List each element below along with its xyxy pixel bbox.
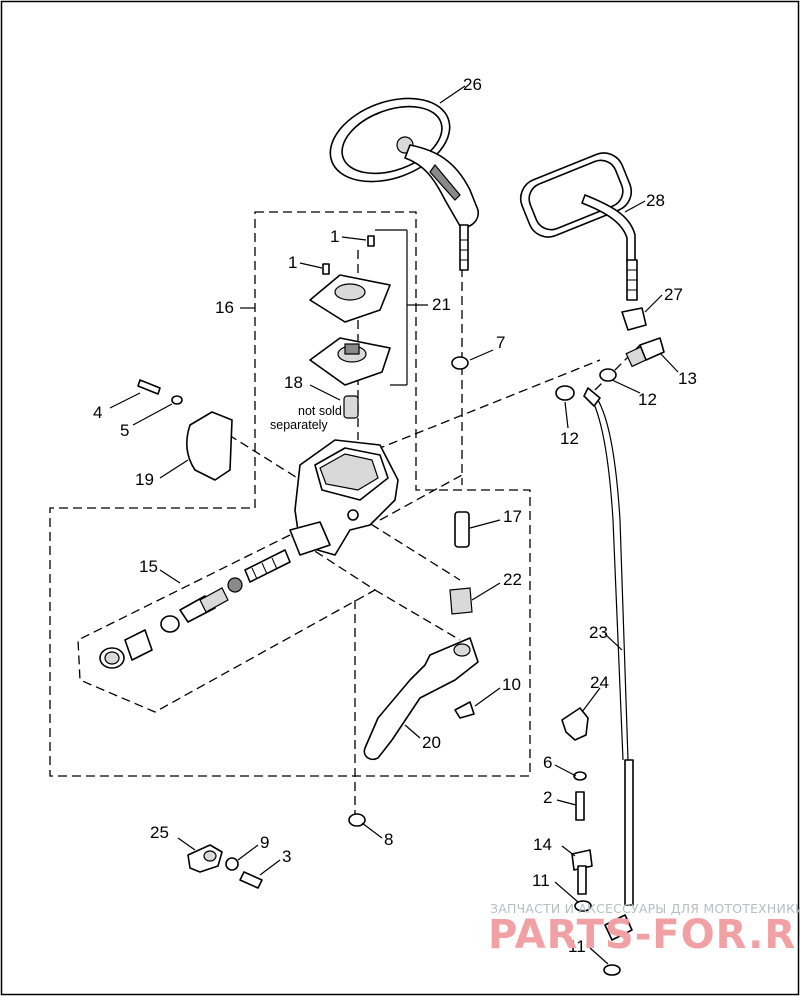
callout-23: 23 [589, 623, 608, 642]
callout-24: 24 [590, 673, 609, 692]
callout-6: 6 [543, 753, 552, 772]
callout-8: 8 [384, 830, 393, 849]
washer-8 [348, 813, 366, 827]
callout-5: 5 [120, 421, 129, 440]
callout-18: 18 [284, 373, 303, 392]
callout-16: 16 [215, 298, 234, 317]
mirror-rect-28 [519, 152, 638, 301]
callout-26: 26 [463, 75, 482, 94]
callout-25: 25 [150, 823, 169, 842]
callout-21: 21 [432, 295, 451, 314]
callout-9: 9 [260, 833, 269, 852]
washer-12-lower [555, 385, 575, 401]
callout-1a: 1 [330, 227, 339, 246]
bushing-22 [449, 587, 473, 615]
callout-14: 14 [533, 835, 552, 854]
screw-4 [137, 379, 161, 395]
mirror-round-26 [329, 97, 479, 271]
callout-7: 7 [496, 333, 505, 352]
pin-17 [454, 511, 470, 548]
callout-12a: 12 [638, 390, 657, 409]
callout-28: 28 [646, 191, 665, 210]
washer-7 [451, 356, 469, 370]
callouts: 26 28 1 1 27 16 21 7 13 18 12 4 5 12 19 … [93, 75, 697, 956]
clip-10 [454, 701, 475, 719]
reservoir-cover-21 [309, 274, 391, 386]
piston-18 [343, 395, 359, 419]
callout-4: 4 [93, 403, 102, 422]
washer-11-lower [603, 964, 621, 976]
callout-2: 2 [543, 788, 552, 807]
callout-10: 10 [502, 675, 521, 694]
clamp-24 [561, 707, 589, 741]
callout-19: 19 [135, 470, 154, 489]
brake-line-23 [594, 394, 631, 906]
nut-9 [225, 857, 239, 871]
callout-1b: 1 [288, 253, 297, 272]
lever-20 [363, 637, 479, 761]
group-box-16 [49, 211, 531, 777]
callout-20: 20 [422, 733, 441, 752]
washer-5 [171, 395, 183, 405]
banjo-bolt-13 [625, 337, 665, 368]
callout-11b: 11 [568, 937, 586, 956]
washer-12-upper [599, 368, 617, 382]
watermark-tagline: ЗАПЧАСТИ И АКСЕССУАРЫ ДЛЯ МОТОТЕХНИКИ [490, 901, 800, 916]
callout-27: 27 [664, 285, 683, 304]
screw-3 [239, 871, 263, 889]
callout-22: 22 [503, 570, 522, 589]
group-box-15 [77, 534, 377, 713]
callout-12b: 12 [560, 429, 579, 448]
note-line-2: separately [270, 418, 328, 432]
piston-assembly-15 [99, 549, 291, 669]
callout-17: 17 [503, 507, 522, 526]
screws-1 [322, 235, 375, 275]
callout-13: 13 [678, 369, 697, 388]
watermark-brand: PARTS-FOR.RU [488, 912, 800, 958]
clamp-19 [185, 411, 233, 481]
callout-15: 15 [139, 557, 158, 576]
bolt-14 [571, 849, 593, 895]
callout-3: 3 [282, 847, 291, 866]
callout-11a: 11 [532, 871, 550, 890]
screw-2 [575, 791, 585, 821]
washer-11-upper [574, 900, 592, 912]
fitting-23-end [604, 914, 633, 941]
nut-27 [621, 307, 647, 331]
washer-6 [573, 771, 587, 781]
master-cylinder-body [289, 439, 399, 556]
note-line-1: not sold [298, 404, 342, 418]
group-box-20 [374, 589, 461, 641]
